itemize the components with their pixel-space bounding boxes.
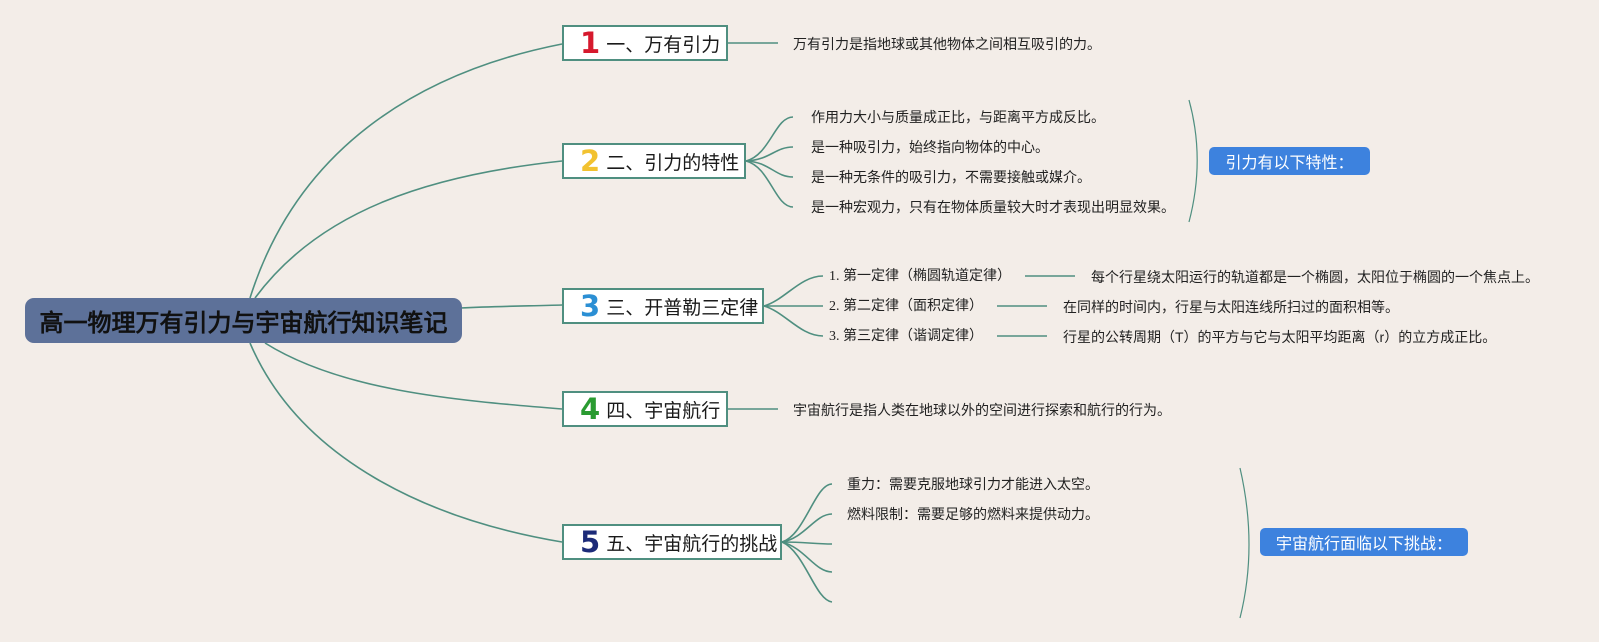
branch-2-label: 二、引力的特性 bbox=[606, 152, 740, 174]
branch-5-summary-text: 宇宙航行面临以下挑战： bbox=[1275, 536, 1452, 553]
branch-5-summary-callout[interactable]: 宇宙航行面临以下挑战： bbox=[1260, 528, 1468, 556]
branch-3-number: 3 bbox=[580, 288, 601, 323]
branch-3[interactable]: 3 三、开普勒三定律 bbox=[562, 288, 764, 324]
root-title: 高一物理万有引力与宇宙航行知识笔记 bbox=[39, 310, 448, 337]
law-1-name[interactable]: 1. 第一定律（椭圆轨道定律） bbox=[829, 269, 1011, 284]
branch-4-leaf[interactable]: 宇宙航行是指人类在地球以外的空间进行探索和航行的行为。 bbox=[793, 402, 1171, 418]
branch-2-item-2[interactable]: 是一种吸引力，始终指向物体的中心。 bbox=[811, 139, 1049, 155]
branch-4[interactable]: 4 四、宇宙航行 bbox=[562, 391, 728, 427]
branch-2-summary-callout[interactable]: 引力有以下特性： bbox=[1209, 147, 1370, 175]
branch-2-item-4[interactable]: 是一种宏观力，只有在物体质量较大时才表现出明显效果。 bbox=[811, 199, 1175, 215]
branch-2-item-3[interactable]: 是一种无条件的吸引力，不需要接触或媒介。 bbox=[811, 169, 1091, 185]
branch-2-item-1[interactable]: 作用力大小与质量成正比，与距离平方成反比。 bbox=[811, 109, 1105, 125]
root-topic[interactable]: 高一物理万有引力与宇宙航行知识笔记 bbox=[25, 298, 462, 343]
branch-5-item-1[interactable]: 重力：需要克服地球引力才能进入太空。 bbox=[847, 476, 1099, 492]
branch-1-label: 一、万有引力 bbox=[606, 34, 721, 56]
branch-1-leaf[interactable]: 万有引力是指地球或其他物体之间相互吸引的力。 bbox=[793, 36, 1101, 52]
branch-2[interactable]: 2 二、引力的特性 bbox=[562, 143, 746, 179]
branch-2-number: 2 bbox=[580, 143, 601, 178]
branch-2-summary-text: 引力有以下特性： bbox=[1225, 155, 1354, 172]
law-1-description[interactable]: 每个行星绕太阳运行的轨道都是一个椭圆，太阳位于椭圆的一个焦点上。 bbox=[1091, 269, 1539, 285]
branch-5[interactable]: 5 五、宇宙航行的挑战 bbox=[562, 524, 782, 560]
law-2-description[interactable]: 在同样的时间内，行星与太阳连线所扫过的面积相等。 bbox=[1063, 299, 1399, 315]
branch-3-label: 三、开普勒三定律 bbox=[606, 297, 759, 319]
branch-5-item-2[interactable]: 燃料限制：需要足够的燃料来提供动力。 bbox=[847, 506, 1099, 522]
branch-1[interactable]: 1 一、万有引力 bbox=[562, 25, 728, 61]
branch-4-label: 四、宇宙航行 bbox=[606, 400, 721, 422]
law-3-name[interactable]: 3. 第三定律（谐调定律） bbox=[829, 329, 983, 344]
branch-4-number: 4 bbox=[580, 391, 601, 426]
branch-1-number: 1 bbox=[580, 25, 601, 60]
branch-5-label: 五、宇宙航行的挑战 bbox=[606, 533, 778, 555]
branch-5-number: 5 bbox=[580, 524, 601, 559]
law-3-description[interactable]: 行星的公转周期（T）的平方与它与太阳平均距离（r）的立方成正比。 bbox=[1063, 329, 1497, 345]
law-2-name[interactable]: 2. 第二定律（面积定律） bbox=[829, 299, 983, 314]
